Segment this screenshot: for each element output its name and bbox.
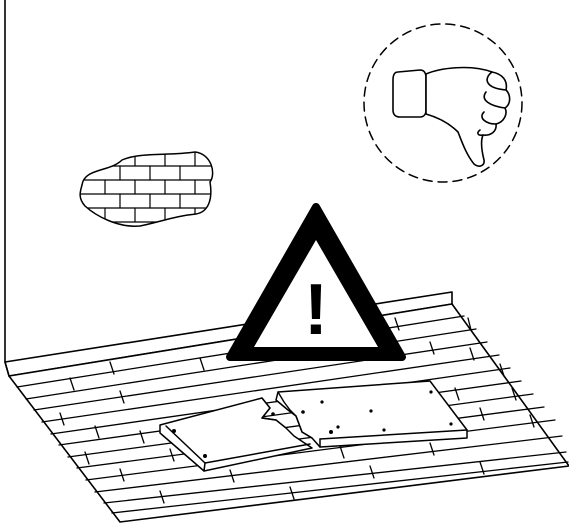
thumbs-down-icon <box>393 68 510 167</box>
warning-symbol: ! <box>304 270 328 350</box>
exposed-brick-icon <box>78 152 216 226</box>
disapproval-badge <box>364 24 522 182</box>
warning-triangle-icon: ! <box>230 207 402 357</box>
